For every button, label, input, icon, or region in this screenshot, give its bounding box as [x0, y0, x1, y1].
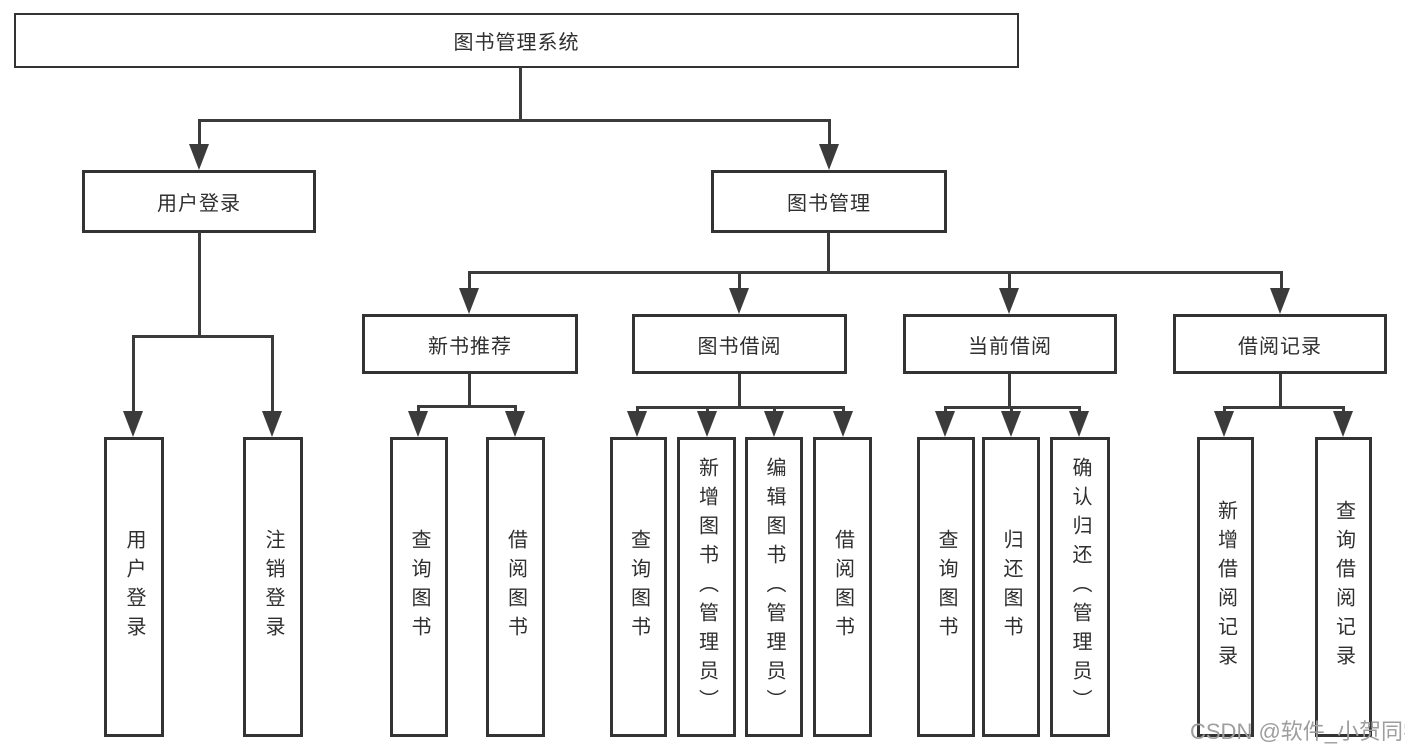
node-label: 当前借阅: [968, 335, 1052, 358]
leaf-query-books-recommend: 查询图书: [390, 437, 448, 737]
connector-line: [198, 232, 201, 335]
node-label: 新书推荐: [428, 335, 512, 358]
arrowhead-down-icon: [189, 144, 209, 170]
node-label: 用户登录: [123, 529, 145, 645]
leaf-query-books-borrowing: 查询图书: [610, 437, 667, 737]
node-label: 借阅记录: [1238, 335, 1322, 358]
leaf-confirm-return-admin: 确认归还（管理员）: [1050, 437, 1110, 737]
node-label: 新增借阅记录: [1214, 500, 1237, 674]
connector-line: [417, 405, 517, 408]
leaf-return-books: 归还图书: [982, 437, 1040, 737]
leaf-edit-book-admin: 编辑图书（管理员）: [745, 437, 803, 737]
arrowhead-down-icon: [1270, 288, 1290, 314]
connector-line: [828, 119, 831, 147]
connector-line: [468, 271, 471, 291]
arrowhead-down-icon: [819, 144, 839, 170]
connector-line: [1223, 406, 1226, 414]
arrowhead-down-icon: [833, 411, 853, 437]
connector-line: [417, 405, 420, 415]
connector-line: [1008, 373, 1011, 406]
connector-line: [1078, 406, 1081, 414]
leaf-logout: 注销登录: [243, 437, 303, 737]
arrowhead-down-icon: [262, 411, 282, 437]
node-label: 用户登录: [157, 193, 241, 215]
arrowhead-down-icon: [1069, 411, 1089, 437]
connector-line: [198, 119, 201, 147]
node-library-management-system: 图书管理系统: [14, 13, 1019, 68]
leaf-user-login: 用户登录: [104, 437, 164, 737]
connector-line: [842, 406, 845, 414]
connector-line: [636, 406, 844, 409]
connector-line: [706, 406, 709, 414]
node-label: 确认归还（管理员）: [1069, 456, 1091, 718]
arrowhead-down-icon: [999, 288, 1019, 314]
arrowhead-down-icon: [123, 411, 143, 437]
node-label: 借阅图书: [504, 529, 527, 645]
connector-line: [468, 271, 1283, 274]
node-label: 图书借阅: [697, 335, 782, 358]
node-book-management: 图书管理: [711, 170, 947, 233]
node-book-borrowing: 图书借阅: [632, 314, 847, 374]
node-current-borrowing: 当前借阅: [903, 314, 1117, 374]
arrowhead-down-icon: [1001, 411, 1021, 437]
connector-line: [827, 232, 830, 271]
node-label: 图书管理系统: [453, 32, 580, 54]
arrowhead-down-icon: [729, 288, 749, 314]
connector-line: [132, 335, 274, 338]
connector-line: [1342, 406, 1345, 414]
leaf-borrow-books-recommend: 借阅图书: [486, 437, 545, 737]
node-label: 编辑图书（管理员）: [763, 456, 785, 718]
node-label: 注销登录: [262, 529, 284, 645]
connector-line: [636, 406, 639, 414]
leaf-borrow-books-borrowing: 借阅图书: [813, 437, 872, 737]
arrowhead-down-icon: [627, 411, 647, 437]
node-borrowing-records: 借阅记录: [1173, 314, 1387, 374]
connector-line: [514, 405, 517, 415]
leaf-add-borrow-record: 新增借阅记录: [1197, 437, 1254, 737]
connector-line: [738, 271, 741, 291]
node-label: 查询借阅记录: [1332, 500, 1355, 674]
node-label: 归还图书: [1000, 529, 1022, 645]
connector-line: [132, 335, 135, 413]
connector-line: [468, 373, 471, 406]
leaf-query-borrow-record: 查询借阅记录: [1315, 437, 1372, 737]
node-new-book-recommendation: 新书推荐: [362, 314, 578, 374]
connector-line: [1280, 271, 1283, 291]
connector-line: [944, 406, 947, 414]
arrowhead-down-icon: [764, 411, 784, 437]
node-label: 借阅图书: [831, 529, 854, 645]
connector-line: [1223, 406, 1345, 409]
node-label: 新增图书（管理员）: [695, 456, 718, 718]
watermark: CSDN @软件_小贺同学: [1190, 719, 1405, 744]
node-label: 图书管理: [787, 193, 871, 215]
node-label: 查询图书: [408, 529, 430, 645]
arrowhead-down-icon: [697, 411, 717, 437]
arrowhead-down-icon: [935, 411, 955, 437]
leaf-query-books-current: 查询图书: [917, 437, 975, 737]
connector-line: [1008, 271, 1011, 291]
node-user-login: 用户登录: [82, 170, 316, 233]
connector-line: [773, 406, 776, 414]
connector-line: [271, 335, 274, 413]
node-label: 查询图书: [935, 529, 957, 645]
connector-line: [1010, 406, 1013, 414]
connector-line: [519, 67, 522, 119]
connector-line: [198, 119, 831, 122]
arrowhead-down-icon: [408, 411, 428, 437]
arrowhead-down-icon: [459, 288, 479, 314]
arrowhead-down-icon: [1333, 411, 1353, 437]
node-label: 查询图书: [627, 529, 650, 645]
arrowhead-down-icon: [505, 411, 525, 437]
arrowhead-down-icon: [1214, 411, 1234, 437]
connector-line: [738, 374, 741, 406]
leaf-add-book-admin: 新增图书（管理员）: [677, 437, 736, 737]
connector-line: [1279, 374, 1282, 406]
